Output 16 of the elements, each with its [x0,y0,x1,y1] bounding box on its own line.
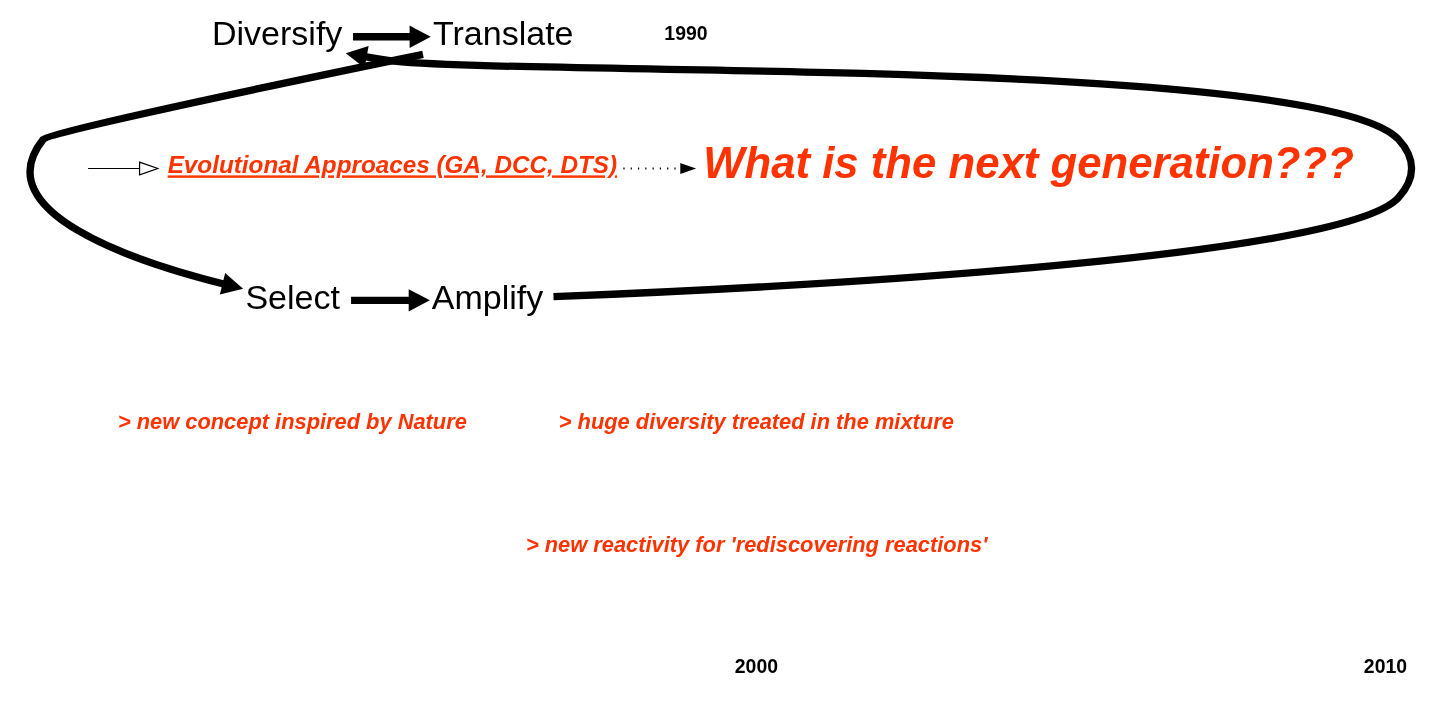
label: 1990 [664,22,708,45]
arrow [345,46,1416,301]
node-text: Diversify [212,14,343,53]
arrow [26,50,424,295]
node-text: Select [245,277,340,316]
node-text: Translate [433,14,574,53]
label: 2000 [734,655,779,678]
node-text: What is the next generation??? [703,137,1354,187]
arrow [622,162,697,175]
label: > new reactivity for 'rediscovering reactions' [525,531,988,557]
label: 2010 [1363,655,1408,678]
arrow [87,161,160,176]
node-text: Evolutional Approaces (GA, DCC, DTS) [167,151,618,179]
label: > huge diversity treated in the mixture [558,408,954,434]
label: > new concept inspired by Nature [117,408,467,434]
node-text: Amplify [431,277,544,316]
